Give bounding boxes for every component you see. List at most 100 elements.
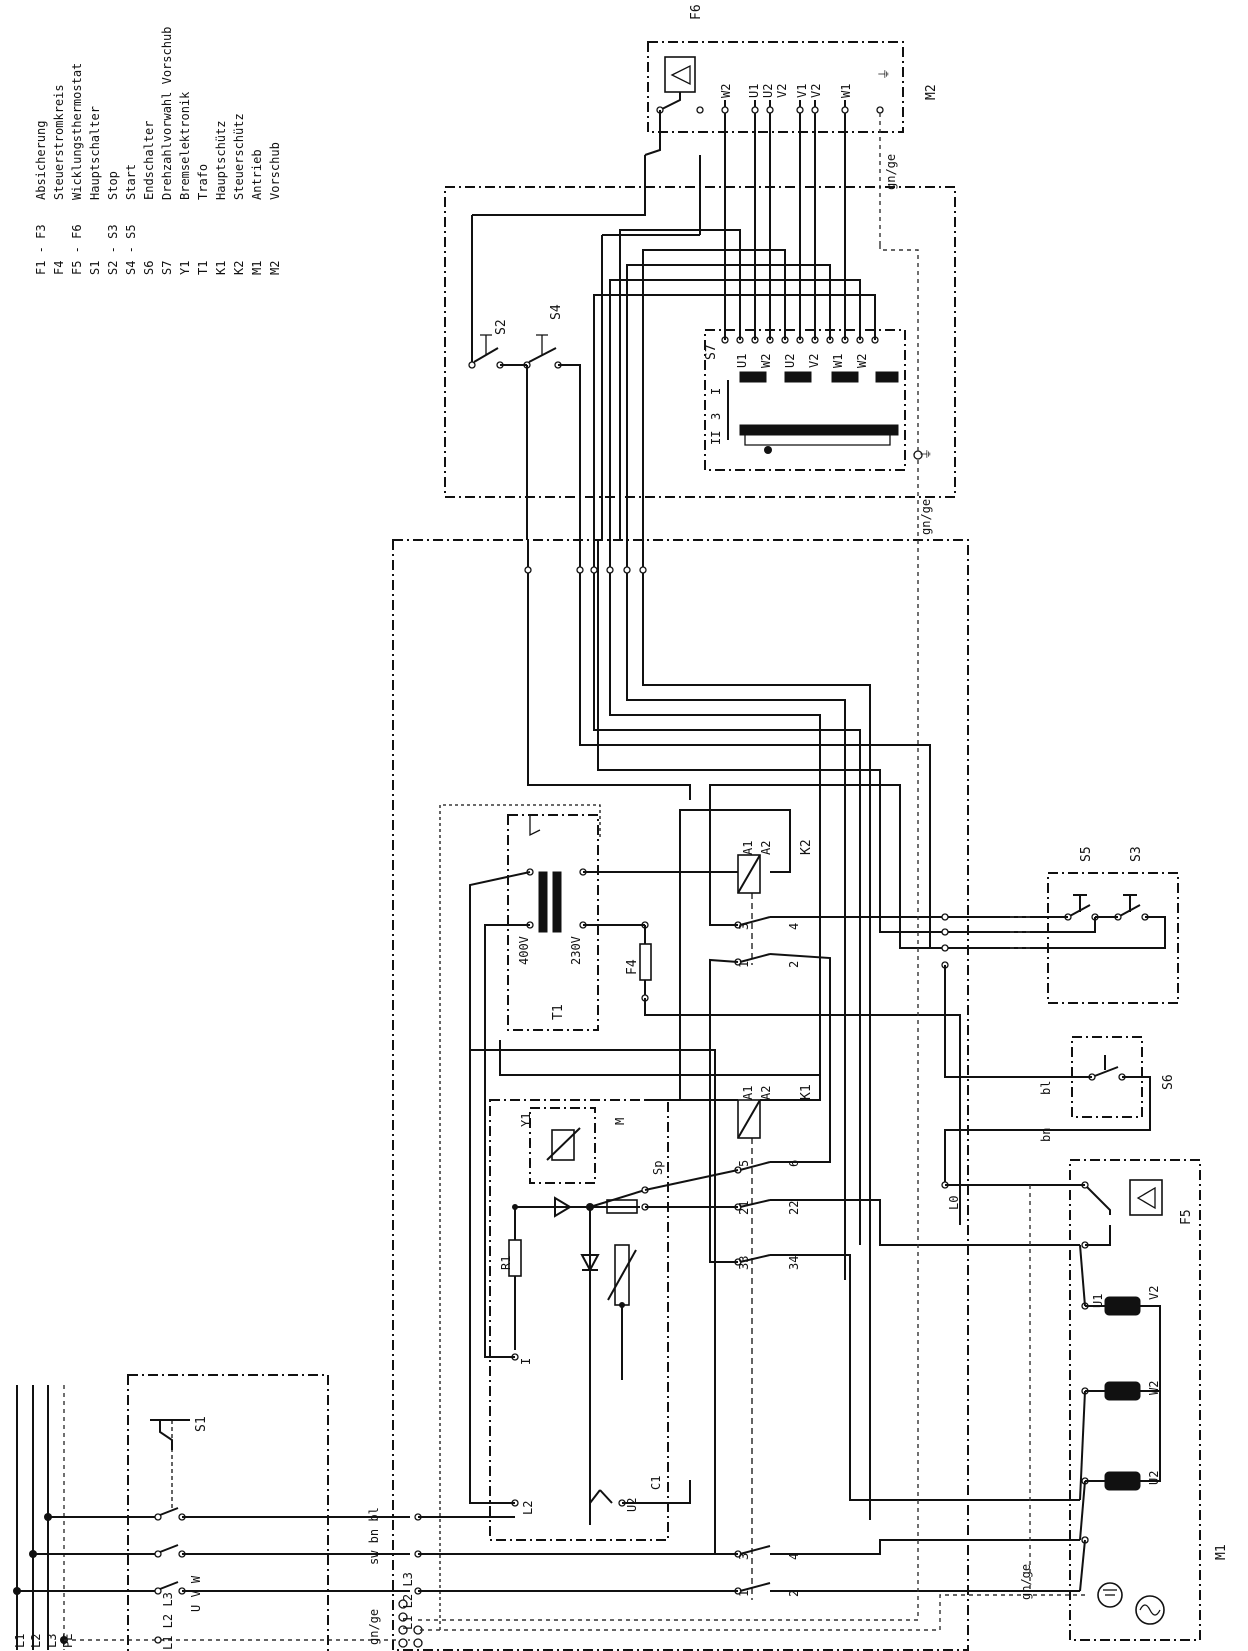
m2-terminal-label: V2	[809, 84, 823, 98]
legend-text: Absicherung	[34, 121, 48, 200]
s7-row-label: W2	[759, 354, 773, 368]
k1-a1-label: A1	[741, 1086, 755, 1100]
s6-bl-label: bl	[1039, 1081, 1053, 1095]
t1-400v-label: 400V	[517, 936, 531, 965]
k2-a1-label: A1	[741, 841, 755, 855]
s7-i-label: I	[709, 388, 723, 395]
m1-label: M1	[1214, 1544, 1229, 1560]
transformer-t1: 400V 230V T1	[507, 814, 599, 1031]
legend-code: S4 - S5	[124, 224, 138, 275]
s1-output-labels: U V W	[189, 1575, 203, 1612]
k1-contact-label: 3	[737, 1553, 751, 1560]
main-switch-s1[interactable]: S1 L1 L2 L3 U V W gn/ge sw bn bl	[127, 1374, 410, 1651]
s7-ii-label: II	[709, 431, 723, 445]
pe-conductor	[418, 540, 919, 1621]
legend-code: M2	[268, 261, 282, 275]
limit-switch-s6: S6 bl bn L0	[941, 965, 1176, 1210]
legend-code: F1 - F3	[34, 224, 48, 275]
s7-row-label: V2	[807, 354, 821, 368]
y1-c1-label: C1	[649, 1476, 663, 1490]
control-cabinet	[392, 539, 969, 1651]
legend-code: T1	[196, 261, 210, 275]
s5-label: S5	[1079, 846, 1094, 862]
legend-code: K2	[232, 261, 246, 275]
y1-m-label: M	[613, 1118, 627, 1125]
s4-label: S4	[549, 304, 564, 320]
legend-text: Bremselektronik	[178, 91, 192, 200]
k1-contact-label: 1	[737, 1590, 751, 1597]
t1-label: T1	[551, 1004, 566, 1020]
f6-label: F6	[689, 4, 704, 20]
y1-label: Y1	[519, 1113, 533, 1127]
k1-contact-label: 34	[787, 1256, 801, 1270]
legend-text: Endschalter	[142, 121, 156, 200]
k1-contact-label: 4	[787, 1553, 801, 1560]
legend-code: S6	[142, 261, 156, 275]
m2-terminal-label: V1	[795, 84, 809, 98]
k1-contact-label: 2	[787, 1590, 801, 1597]
m1-u1-label: U1	[1091, 1294, 1105, 1308]
legend-text: Start	[124, 164, 138, 200]
m2-terminal-label: U1	[747, 84, 761, 98]
s7-row-label: W1	[831, 354, 845, 368]
k1-contact-label: 6	[787, 1160, 801, 1167]
y1-i-label: I	[519, 1358, 533, 1365]
k2-contact-label: 1	[737, 961, 751, 968]
legend-code: S7	[160, 261, 174, 275]
s6-bn-label: bn	[1039, 1128, 1053, 1142]
main-motor-m1: M1 F5 U1 V2 W2 U2 gn/ge	[418, 1159, 1229, 1641]
pe-wire-label: gn/ge	[884, 154, 898, 190]
terminal-l-labels: L1 L2 L3	[401, 1572, 415, 1630]
r1-label: R1	[499, 1256, 513, 1270]
s6-label: S6	[1161, 1074, 1176, 1090]
t1-230v-label: 230V	[569, 936, 583, 965]
supply-l3-label: L3	[45, 1634, 59, 1648]
pe-wire-label: gn/ge	[1019, 1564, 1033, 1600]
s2-label: S2	[494, 319, 509, 335]
f5-label: F5	[1179, 1209, 1194, 1225]
legend-code: F4	[52, 261, 66, 275]
m2-terminal-label: U2	[761, 84, 775, 98]
feed-motor-m2: W2 U1 U2 V2 V1 V2 W1 ⏚ M2 F6 gn/ge	[644, 4, 939, 455]
s7-label: S7	[704, 344, 719, 360]
legend-code: Y1	[178, 261, 192, 275]
k1-label: K1	[799, 1084, 814, 1100]
pushbuttons-s5-s3: S5 S3	[941, 846, 1179, 1004]
k2-contact-label: 3	[737, 923, 751, 930]
fuse-f4: F4	[583, 921, 652, 1002]
legend-text: Steuerstromkreis	[52, 84, 66, 200]
wire-colors-label: sw bn bl	[367, 1507, 381, 1565]
m2-label: M2	[924, 84, 939, 100]
legend-text: Hauptschütz	[214, 121, 228, 200]
legend-text: Drehzahlvorwahl Vorschub	[160, 27, 174, 200]
k1-contact-label: 22	[787, 1201, 801, 1215]
s7-row-label: W2	[855, 354, 869, 368]
y1-u2-label: U2	[625, 1498, 639, 1512]
m2-terminal-label: V2	[775, 84, 789, 98]
supply-pe-label: PE	[61, 1634, 75, 1648]
k2-contact-label: 2	[787, 961, 801, 968]
k2-a2-label: A2	[759, 841, 773, 855]
m2-terminal-label: W2	[719, 84, 733, 98]
legend-text: Stop	[106, 171, 120, 200]
legend: F1 - F3 F4 F5 - F6 S1 S2 - S3 S4 - S5 S6…	[34, 27, 282, 275]
brake-electronics-y1: Y1 Sp M R1 I L2 U2 C1	[489, 1099, 669, 1541]
supply-l1-label: L1	[13, 1634, 27, 1648]
control-panel-box: S2 S4 S7 I 3 II U1 W2 U2 V2	[444, 100, 956, 540]
k1-contact-label: 33	[737, 1256, 751, 1270]
s3-label: S3	[1129, 846, 1144, 862]
m1-w2-label: W2	[1147, 1381, 1161, 1395]
internal-wiring	[418, 540, 1080, 1630]
contactor-k1: A1 A2 K1 5 6 21 22 33 34 3 4 1 2	[734, 1084, 814, 1600]
s1-phase-labels: L1 L2 L3	[161, 1592, 175, 1650]
supply-bus: L1 L2 L3 PE	[13, 1385, 410, 1650]
s7-row-label: U1	[735, 354, 749, 368]
legend-text: Antrieb	[250, 149, 264, 200]
legend-code: K1	[214, 261, 228, 275]
k1-contact-label: 21	[737, 1201, 751, 1215]
m1-u2-label: U2	[1147, 1471, 1161, 1485]
legend-text: Wicklungsthermostat	[70, 63, 84, 200]
m2-terminal-label: W1	[839, 84, 853, 98]
legend-code: S1	[88, 261, 102, 275]
